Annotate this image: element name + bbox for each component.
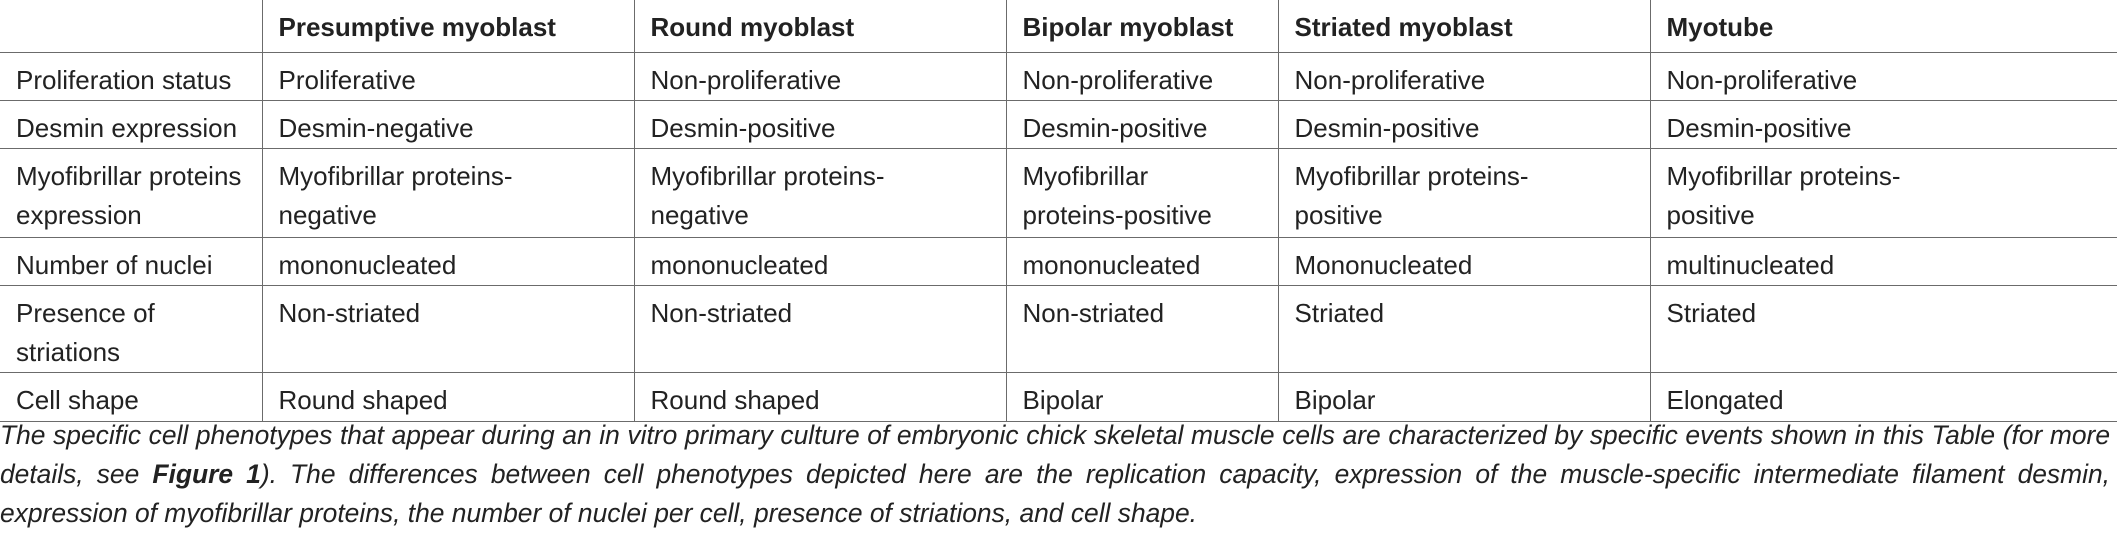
header-cell: Striated myoblast: [1277, 0, 1651, 53]
table-cell: Non-proliferative: [1005, 52, 1279, 101]
row-label: Number of nuclei: [0, 237, 263, 286]
table-cell: Myofibrillar proteins-positive: [1649, 148, 2117, 238]
table-cell: Desmin-positive: [633, 100, 1007, 149]
phenotype-table: Presumptive myoblast Round myoblast Bipo…: [0, 0, 2117, 422]
header-cell: Myotube: [1649, 0, 2117, 53]
table-row: Myofibrillar proteins expression Myofibr…: [0, 148, 2117, 238]
table-cell: Elongated: [1649, 372, 2117, 422]
table-cell: mononucleated: [633, 237, 1007, 286]
figure-reference: Figure 1: [152, 459, 261, 490]
header-cell: Round myoblast: [633, 0, 1007, 53]
table-cell: Non-striated: [633, 285, 1007, 373]
phenotype-table-container: Presumptive myoblast Round myoblast Bipo…: [0, 0, 2117, 422]
row-label: Myofibrillar proteins expression: [0, 148, 263, 238]
table-cell: Desmin-positive: [1005, 100, 1279, 149]
table-cell: Non-proliferative: [633, 52, 1007, 101]
table-cell: Round shaped: [261, 372, 635, 422]
table-cell: Mononucleated: [1277, 237, 1651, 286]
row-label: Desmin expression: [0, 100, 263, 149]
table-cell: Non-striated: [261, 285, 635, 373]
table-cell: Round shaped: [633, 372, 1007, 422]
table-header-row: Presumptive myoblast Round myoblast Bipo…: [0, 0, 2117, 53]
table-cell: Proliferative: [261, 52, 635, 101]
table-cell: Desmin-negative: [261, 100, 635, 149]
table-cell: Desmin-positive: [1277, 100, 1651, 149]
table-cell: Myofibrillar proteins-positive: [1005, 148, 1279, 238]
header-cell-empty: [0, 0, 263, 53]
caption-text-end: ). The differences between cell phenotyp…: [0, 459, 2110, 529]
table-cell: Myofibrillar proteins-positive: [1277, 148, 1651, 238]
caption-text-start: The specific cell phenotypes that appear…: [0, 420, 2110, 490]
table-cell: Striated: [1277, 285, 1651, 373]
table-cell: mononucleated: [1005, 237, 1279, 286]
table-cell: Non-proliferative: [1649, 52, 2117, 101]
table-cell: Bipolar: [1005, 372, 1279, 422]
table-cell: mononucleated: [261, 237, 635, 286]
table-row: Proliferation status Proliferative Non-p…: [0, 52, 2117, 101]
table-cell: Myofibrillar proteins-negative: [261, 148, 635, 238]
row-label: Presence of striations: [0, 285, 263, 373]
table-cell: Desmin-positive: [1649, 100, 2117, 149]
table-cell: Non-proliferative: [1277, 52, 1651, 101]
header-cell: Presumptive myoblast: [261, 0, 635, 53]
table-row: Desmin expression Desmin-negative Desmin…: [0, 100, 2117, 149]
table-caption: The specific cell phenotypes that appear…: [0, 416, 2110, 533]
table-cell: multinucleated: [1649, 237, 2117, 286]
row-label: Cell shape: [0, 372, 263, 422]
table-cell: Non-striated: [1005, 285, 1279, 373]
row-label: Proliferation status: [0, 52, 263, 101]
table-cell: Striated: [1649, 285, 2117, 373]
table-cell: Bipolar: [1277, 372, 1651, 422]
table-row: Cell shape Round shaped Round shaped Bip…: [0, 372, 2117, 422]
table-row: Number of nuclei mononucleated mononucle…: [0, 237, 2117, 286]
table-row: Presence of striations Non-striated Non-…: [0, 285, 2117, 373]
header-cell: Bipolar myoblast: [1005, 0, 1279, 53]
table-cell: Myofibrillar proteins-negative: [633, 148, 1007, 238]
